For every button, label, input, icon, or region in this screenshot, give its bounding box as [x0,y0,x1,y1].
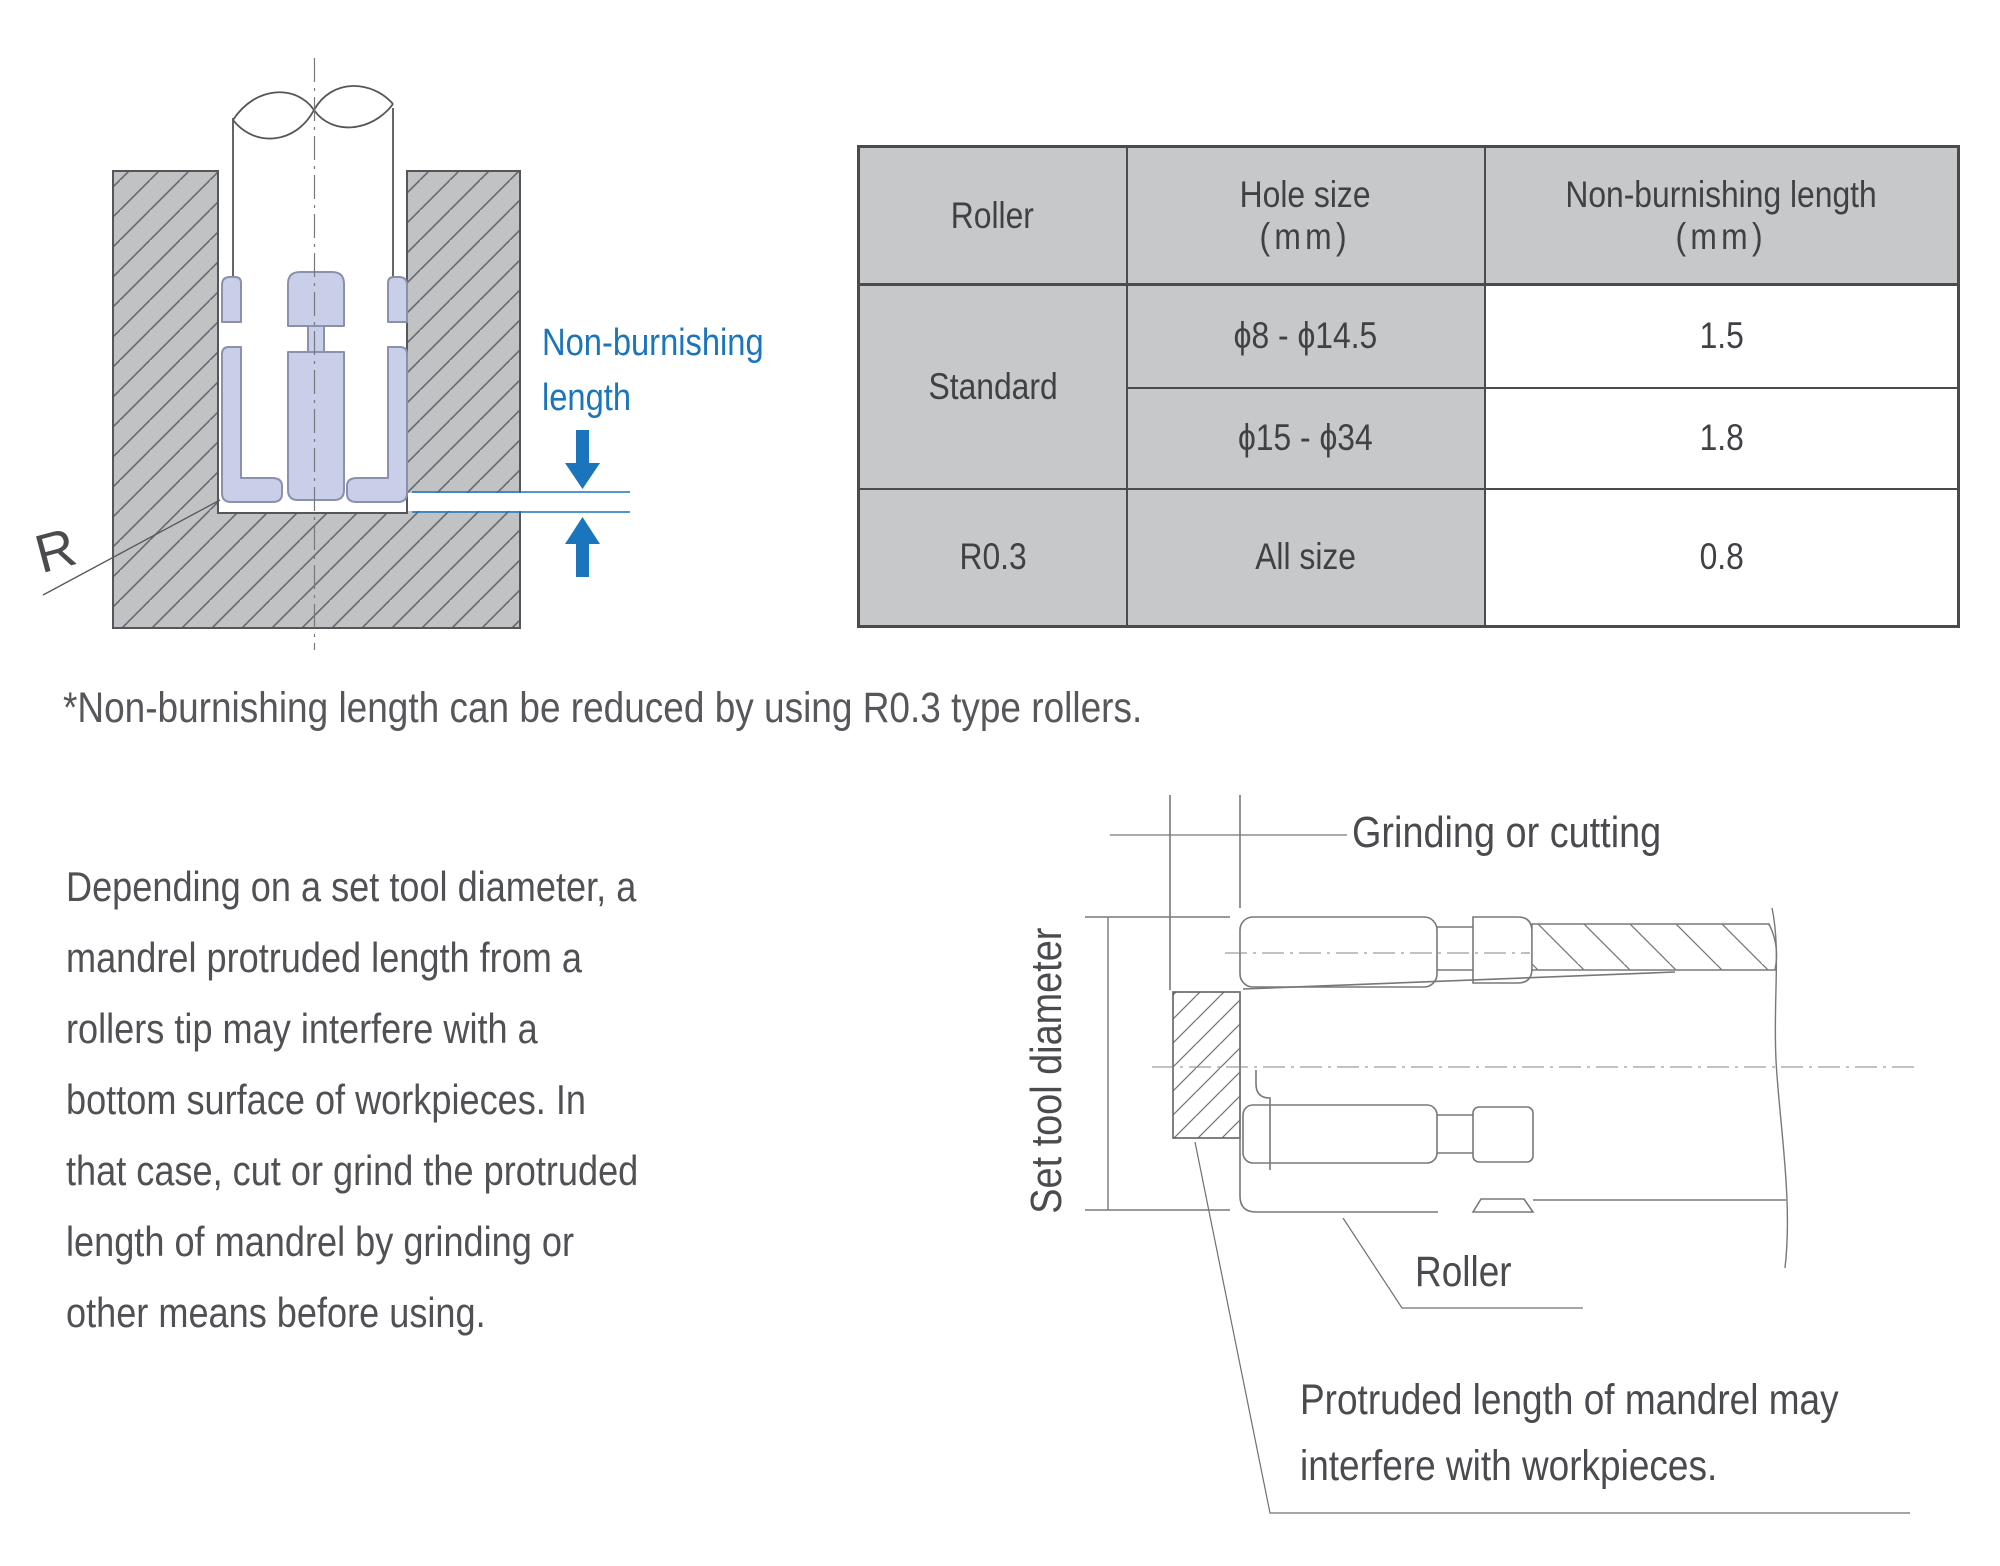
cell-hole-size-1: ϕ8 - ϕ14.5 [1125,283,1486,389]
paragraph-line: bottom surface of workpieces. In [66,1076,586,1123]
tool-body [1172,971,1786,1213]
cell-roller-r03: R0.3 [857,487,1128,628]
tool-shank [232,85,394,277]
non-burnishing-length-table: Roller Hole size (mm) Non-burnishing len… [857,145,1960,628]
non-burnishing-length-diagram [42,58,630,650]
workpiece-band [1531,923,1778,971]
cell-length-3: 0.8 [1483,487,1960,628]
bar-break-curve [1771,907,1789,1269]
paragraph-line: length of mandrel by grinding or [66,1218,574,1265]
callout-leaders [1194,1141,1910,1514]
radius-leader-line [42,499,221,596]
header-roller: Roller [857,145,1128,286]
protruded-note-line2: interfere with workpieces. [1300,1442,1718,1490]
protruded-mandrel-diagram [1085,795,1920,1514]
header-hole-size: Hole size (mm) [1125,145,1486,286]
up-arrow-icon [576,543,589,577]
paragraph-line: Depending on a set tool diameter, a [66,863,637,910]
protruded-note-line1: Protruded length of mandrel may [1300,1376,1839,1424]
up-arrow-icon [565,517,600,544]
set-tool-diameter-dimension [1085,916,1230,1211]
top-roller [1239,916,1533,988]
table-header-row: Roller Hole size (mm) Non-burnishing len… [857,145,1960,286]
table-row: ϕ15 - ϕ34 1.8 [859,386,1960,490]
grinding-cut-marks [1110,795,1347,990]
non-burnishing-label-line1: Non-burnishing [542,322,764,364]
set-tool-diameter-label: Set tool diameter [1022,927,1071,1215]
table-row: Standard ϕ8 - ϕ14.5 1.5 [857,283,1960,490]
paragraph-line: rollers tip may interfere with a [66,1005,538,1052]
non-burnishing-dimension [412,430,630,577]
description-paragraph: Depending on a set tool diameter, a mand… [66,851,731,1348]
paragraph-line: that case, cut or grind the protruded [66,1147,639,1194]
paragraph-line: other means before using. [66,1289,486,1336]
paragraph-line: mandrel protruded length from a [66,934,582,981]
down-arrow-icon [565,463,600,489]
non-burnishing-zone-band [408,493,524,511]
center-lines [1152,952,1920,1068]
cell-length-1: 1.5 [1483,283,1960,389]
workpiece-block [112,170,521,629]
rollers-cross-section [221,271,408,503]
mandrel-tip-hatched [1172,991,1241,1139]
table-row: R0.3 All size 0.8 [857,487,1960,628]
non-burnishing-label-line2: length [542,377,632,419]
footnote: *Non-burnishing length can be reduced by… [63,684,1143,732]
grinding-or-cutting-label: Grinding or cutting [1352,808,1662,857]
cell-length-2: 1.8 [1483,386,1960,490]
down-arrow-icon [576,430,589,464]
cell-hole-size-2: ϕ15 - ϕ34 [1125,386,1486,490]
header-non-burnishing-length: Non-burnishing length (mm) [1483,145,1960,286]
cell-hole-size-3: All size [1125,487,1486,628]
roller-label: Roller [1415,1248,1512,1296]
cell-roller-standard: Standard [857,283,1128,490]
bottom-roller [1242,1104,1534,1164]
